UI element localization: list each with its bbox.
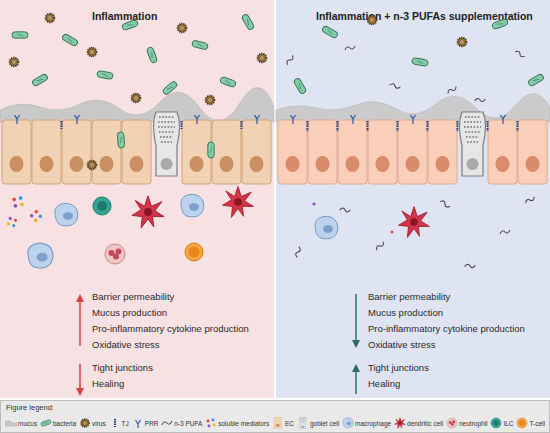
legend-icon — [272, 417, 284, 429]
legend-symbol — [517, 418, 527, 428]
legend-symbol — [162, 421, 172, 425]
legend-symbol — [114, 419, 115, 427]
legend-icon — [161, 417, 173, 429]
legend-entry: n-3 PUFA — [161, 417, 202, 429]
legend-icon — [109, 417, 121, 429]
legend-icon — [132, 417, 144, 429]
legend-icon — [342, 417, 354, 429]
effect-item: Barrier permeability — [368, 291, 450, 302]
legend-icon — [394, 417, 406, 429]
legend-label: bacteria — [53, 420, 76, 427]
legend-icon — [490, 417, 502, 429]
legend-icon — [297, 417, 309, 429]
legend-label: macrophage — [355, 420, 391, 427]
legend-label: PRR — [145, 420, 159, 427]
legend-icon — [516, 417, 528, 429]
legend-icon — [79, 417, 91, 429]
legend-entry: TJ — [109, 417, 129, 429]
legend-symbol — [40, 419, 51, 426]
legend-label: n-3 PUFA — [174, 420, 202, 427]
legend-entry: PRR — [132, 417, 159, 429]
legend-label: ILC — [503, 420, 513, 427]
legend-label: EC — [285, 420, 294, 427]
legend-label: dendritic cell — [407, 420, 443, 427]
legend-symbol — [447, 418, 457, 428]
legend-entry: bacteria — [40, 417, 76, 429]
condition-panel: InflammationBarrier permeabilityMucus pr… — [0, 0, 274, 398]
legend-icon — [205, 417, 217, 429]
legend-symbol — [343, 418, 353, 428]
legend-icon — [5, 417, 17, 429]
legend-label: mucus — [18, 420, 37, 427]
legend-symbol — [299, 417, 306, 429]
legend-symbol — [135, 420, 140, 428]
legend-entry: neutrophil — [446, 417, 488, 429]
effect-item: Oxidative stress — [92, 339, 160, 350]
legend-label: soluble mediators — [218, 420, 269, 427]
legend-entry: EC — [272, 417, 294, 429]
legend-icon — [446, 417, 458, 429]
legend-symbol — [207, 419, 216, 428]
legend-label: neutrophil — [459, 420, 488, 427]
legend-symbol — [5, 421, 17, 427]
legend-symbol — [491, 418, 501, 428]
legend-icon — [40, 417, 52, 429]
legend-symbol — [274, 417, 282, 429]
legend-entry: soluble mediators — [205, 417, 269, 429]
legend-label: T-cell — [529, 420, 545, 427]
effect-item: Healing — [92, 378, 124, 389]
legend-heading: Figure legend: — [6, 403, 54, 412]
legend-entry: T-cell — [516, 417, 545, 429]
effect-item: Pro-inflammatory cytokine production — [92, 323, 249, 334]
effect-item: Healing — [368, 378, 400, 389]
effect-item: Pro-inflammatory cytokine production — [368, 323, 525, 334]
effect-item: Mucus production — [92, 307, 167, 318]
legend-entry: mucus — [5, 417, 37, 429]
legend-row: mucus bacteria virus TJ PRR n-3 PUFA soluble m… — [5, 416, 545, 430]
legend-entry: virus — [79, 417, 106, 429]
effect-item: Tight junctions — [92, 362, 153, 373]
legend-symbol — [394, 417, 405, 428]
legend-entry: ILC — [490, 417, 513, 429]
effect-item: Tight junctions — [368, 362, 429, 373]
panel-heading: Inflammation + n-3 PUFAs supplementation — [316, 10, 533, 22]
effect-item: Barrier permeability — [92, 291, 174, 302]
legend-entry: dendritic cell — [394, 417, 443, 429]
condition-panel: Inflammation + n-3 PUFAs supplementation… — [276, 0, 550, 398]
legend-label: goblet cell — [310, 420, 339, 427]
legend-label: TJ — [122, 420, 129, 427]
effect-item: Mucus production — [368, 307, 443, 318]
legend-entry: goblet cell — [297, 417, 339, 429]
legend-label: virus — [92, 420, 106, 427]
panel-heading: Inflammation — [92, 10, 157, 22]
effect-item: Oxidative stress — [368, 339, 436, 350]
legend-entry: macrophage — [342, 417, 391, 429]
legend-symbol — [81, 419, 89, 427]
